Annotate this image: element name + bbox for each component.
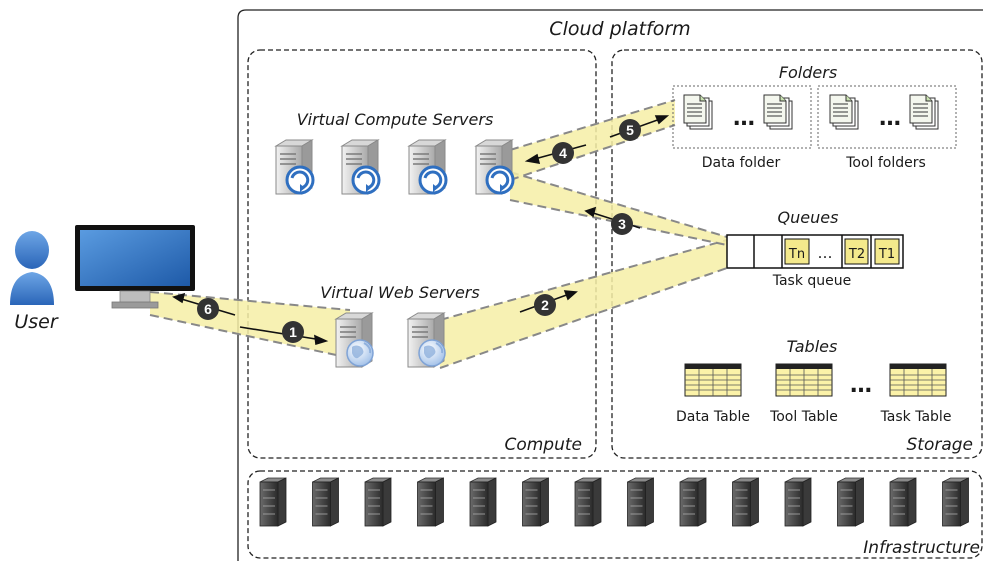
web-server-icon bbox=[336, 313, 373, 367]
cloud-platform-title: Cloud platform bbox=[549, 18, 690, 40]
svg-text:4: 4 bbox=[559, 145, 567, 161]
rack-server-icon bbox=[259, 477, 287, 527]
storage-label: Storage bbox=[906, 435, 973, 455]
table-icon bbox=[889, 363, 947, 397]
svg-text:1: 1 bbox=[289, 324, 297, 340]
rack-server-icon bbox=[732, 477, 759, 527]
rack-server-icon bbox=[574, 477, 602, 527]
rack-server-icon bbox=[364, 477, 392, 527]
step-badge-1: 1 bbox=[282, 321, 304, 343]
tool-folders-box bbox=[817, 85, 957, 149]
rack-server-icon bbox=[312, 477, 339, 527]
data-table-label: Data Table bbox=[676, 409, 750, 425]
web-server-icon bbox=[408, 313, 445, 367]
rack-server-icon bbox=[417, 477, 444, 527]
document-stack-icon bbox=[829, 94, 859, 130]
tool-folders-ellipsis: … bbox=[879, 106, 901, 131]
svg-text:6: 6 bbox=[204, 301, 212, 317]
infrastructure-label: Infrastructure bbox=[863, 538, 980, 558]
folders-title: Folders bbox=[779, 63, 837, 82]
compute-server-icon bbox=[409, 140, 446, 194]
step-badge-6: 6 bbox=[197, 298, 219, 320]
task-queue bbox=[726, 234, 904, 269]
data-folder-label: Data folder bbox=[702, 155, 781, 171]
tool-table-label: Tool Table bbox=[769, 409, 838, 425]
compute-server-icon bbox=[276, 140, 313, 194]
compute-server-icon bbox=[342, 140, 379, 194]
cloud-platform-frame bbox=[237, 9, 983, 561]
rack-server-icon bbox=[837, 477, 864, 527]
compute-box bbox=[247, 49, 597, 459]
task-queue-caption: Task queue bbox=[772, 273, 852, 289]
arrow-1 bbox=[239, 326, 323, 341]
document-stack-icon bbox=[763, 94, 793, 130]
rack-server-icon bbox=[889, 477, 917, 527]
flow-band-compute-folders bbox=[509, 99, 676, 181]
queue-cell-tn: Tn bbox=[788, 247, 805, 262]
step-badge-4: 4 bbox=[552, 142, 574, 164]
rack-server-icon bbox=[627, 477, 654, 527]
rack-server-icon bbox=[469, 477, 497, 527]
step-badge-3: 3 bbox=[611, 213, 633, 235]
step-badge-2: 2 bbox=[534, 294, 556, 316]
compute-server-icon bbox=[476, 140, 513, 194]
monitor-icon bbox=[75, 225, 195, 309]
document-stack-icon bbox=[909, 94, 939, 130]
tables-ellipsis: … bbox=[850, 373, 872, 398]
flow-band-queue-compute bbox=[509, 171, 728, 246]
compute-label: Compute bbox=[504, 435, 582, 455]
data-folder-box bbox=[672, 85, 812, 149]
storage-box bbox=[611, 49, 983, 459]
vws-title: Virtual Web Servers bbox=[320, 283, 479, 302]
step-badge-5: 5 bbox=[619, 119, 641, 141]
queues-title: Queues bbox=[778, 208, 839, 227]
rack-server-icon bbox=[784, 477, 812, 527]
queue-cell-t1: T1 bbox=[878, 247, 895, 262]
vcs-title: Virtual Compute Servers bbox=[297, 110, 494, 129]
rack-server-icon bbox=[679, 477, 707, 527]
svg-text:2: 2 bbox=[541, 297, 549, 313]
tool-folders-label: Tool folders bbox=[845, 155, 926, 171]
user-label: User bbox=[14, 311, 58, 333]
flow-band-web-queue bbox=[439, 239, 728, 369]
infrastructure-racks bbox=[259, 477, 969, 527]
svg-text:5: 5 bbox=[626, 122, 634, 138]
task-table-label: Task Table bbox=[880, 409, 952, 425]
tables-title: Tables bbox=[787, 337, 838, 356]
table-icon bbox=[775, 363, 833, 397]
queue-cell-t2: T2 bbox=[848, 247, 865, 262]
svg-text:3: 3 bbox=[618, 216, 626, 232]
infrastructure-box bbox=[247, 470, 983, 559]
rack-server-icon bbox=[522, 477, 549, 527]
user-icon bbox=[10, 231, 54, 305]
queue-cell-ellipsis: … bbox=[818, 244, 833, 262]
data-folder-ellipsis: … bbox=[733, 106, 755, 131]
document-stack-icon bbox=[683, 94, 713, 130]
table-icon bbox=[684, 363, 742, 397]
rack-server-icon bbox=[942, 477, 969, 527]
